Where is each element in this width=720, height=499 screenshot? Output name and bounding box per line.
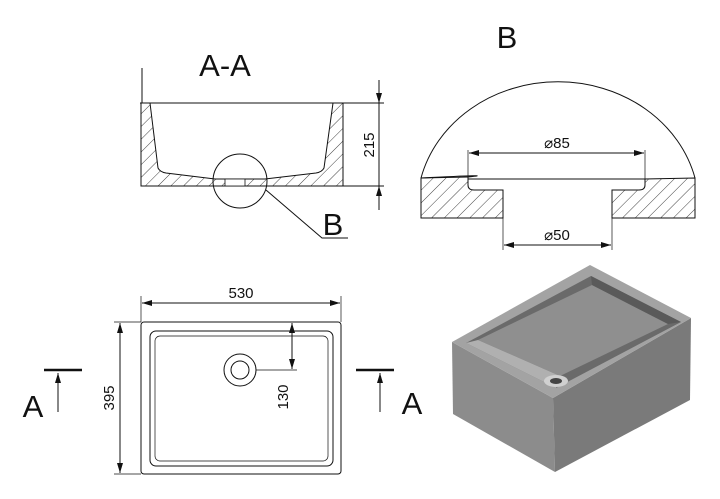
- outer-diameter-dim: ⌀85: [544, 135, 570, 152]
- detail-label: B: [323, 207, 344, 242]
- sink-3d-render: [452, 265, 691, 472]
- width-dimension: 530: [228, 285, 253, 302]
- section-hatch: [140, 102, 344, 187]
- drain-diameter-dim: ⌀50: [544, 227, 570, 244]
- detail-circle: [212, 153, 268, 209]
- section-mark-right: A: [402, 386, 423, 421]
- plan-view: 530 395 130 A A: [23, 285, 423, 475]
- depth-dimension: 395: [101, 385, 118, 410]
- detail-title: B: [497, 20, 518, 55]
- detail-view-b: B ⌀85 ⌀50: [420, 20, 696, 250]
- section-view-a-a: A-A 215 B: [140, 48, 384, 242]
- height-dimension: 215: [361, 132, 378, 157]
- section-title: A-A: [199, 48, 251, 83]
- section-mark-left: A: [23, 389, 44, 424]
- drain-inner: [230, 360, 250, 380]
- drain-offset-dimension: 130: [275, 384, 292, 409]
- drain-outer: [223, 353, 257, 387]
